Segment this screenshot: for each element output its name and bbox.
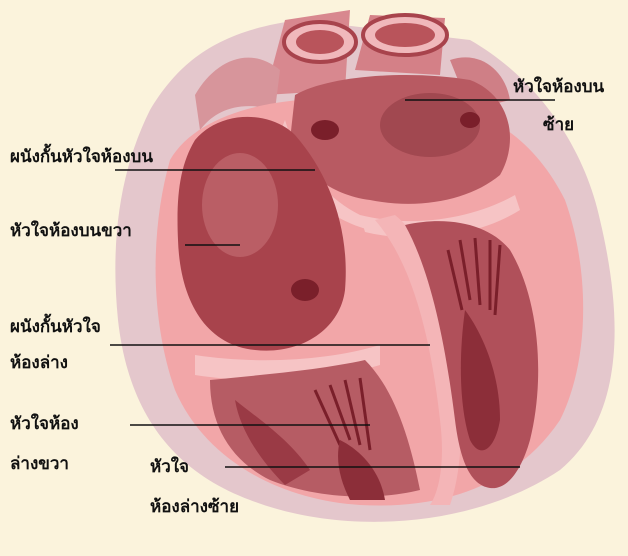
label-interventricular-septum-line2: ห้องล่าง (10, 354, 101, 374)
label-left-atrium: หัวใจห้องบน ซ้าย (513, 78, 604, 135)
label-left-ventricle-line1: หัวใจ (150, 458, 239, 478)
label-interatrial-septum-line1: ผนังกั้นหัวใจห้องบน (10, 148, 153, 168)
label-interatrial-septum: ผนังกั้นหัวใจห้องบน (10, 148, 153, 168)
label-interventricular-septum-line1: ผนังกั้นหัวใจ (10, 318, 101, 338)
label-interventricular-septum: ผนังกั้นหัวใจ ห้องล่าง (10, 318, 101, 373)
label-left-atrium-line2: ซ้าย (513, 116, 604, 136)
label-left-atrium-line1: หัวใจห้องบน (513, 78, 604, 98)
label-right-ventricle-line1: หัวใจห้อง (10, 415, 79, 435)
label-right-ventricle: หัวใจห้อง ล่างขวา (10, 415, 79, 474)
label-left-ventricle-line2: ห้องล่างซ้าย (150, 498, 239, 518)
label-left-ventricle: หัวใจ ห้องล่างซ้าย (150, 458, 239, 517)
label-right-atrium-line1: หัวใจห้องบนขวา (10, 222, 132, 242)
label-right-ventricle-line2: ล่างขวา (10, 455, 79, 475)
label-right-atrium: หัวใจห้องบนขวา (10, 222, 132, 242)
